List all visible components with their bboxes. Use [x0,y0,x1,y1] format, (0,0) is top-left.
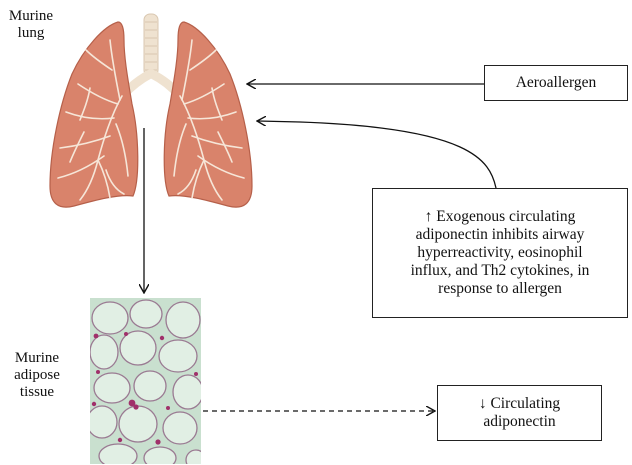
left-lung [50,22,138,207]
trachea [122,14,180,96]
circulating-adiponectin-box: ↓ Circulating adiponectin [437,385,602,441]
effect-box: ↑ Exogenous circulating adiponectin inhi… [372,188,628,318]
lung-illustration [50,14,252,207]
circulating-line: adiponectin [483,413,555,431]
label-line: adipose [4,367,70,384]
effect-line: response to allergen [438,280,562,298]
right-lung [164,22,252,207]
effect-arrow [258,121,496,188]
label-murine-adipose-tissue: Murine adipose tissue [4,350,70,401]
adipose-tissue-image [87,298,206,465]
effect-line: influx, and Th2 cytokines, in [411,262,590,280]
label-line: Murine [2,8,60,25]
circulating-line: ↓ Circulating [479,395,560,413]
label-murine-lung: Murine lung [2,8,60,42]
effect-line: hyperreactivity, eosinophil [417,244,582,262]
effect-line: adiponectin inhibits airway [416,226,585,244]
label-line: Murine [4,350,70,367]
effect-line: ↑ Exogenous circulating [425,208,576,226]
aeroallergen-text: Aeroallergen [516,74,597,92]
label-line: lung [2,25,60,42]
aeroallergen-box: Aeroallergen [484,65,628,101]
label-line: tissue [4,384,70,401]
